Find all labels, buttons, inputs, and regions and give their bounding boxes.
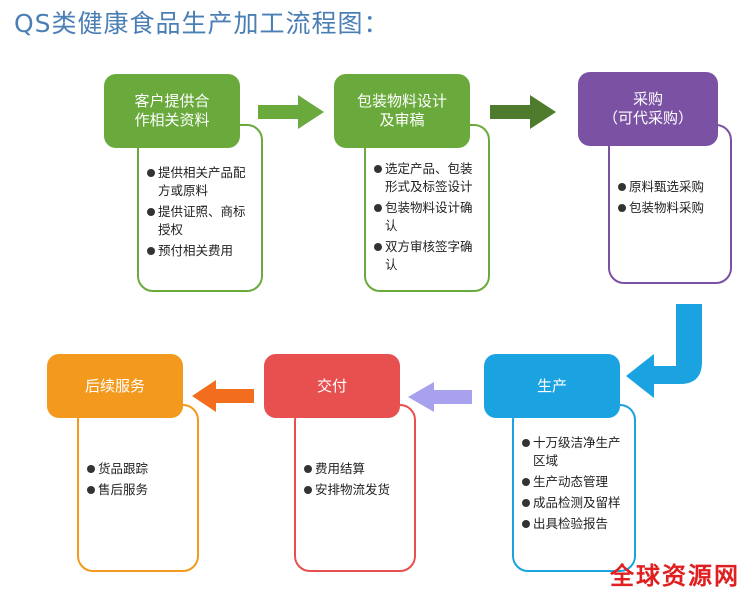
step-head-production: 生产 xyxy=(484,354,620,418)
step-head-customer: 客户提供合 作相关资料 xyxy=(104,74,240,148)
step-card-purchase: 原料甄选采购 包装物料采购 xyxy=(608,124,732,284)
list-item: 安排物流发货 xyxy=(302,481,408,499)
list-item: 成品检测及留样 xyxy=(520,494,628,512)
list-item: 原料甄选采购 xyxy=(616,178,724,196)
arrow-left-icon xyxy=(192,380,254,412)
arrow-left-icon xyxy=(408,382,472,412)
step-card-delivery: 费用结算 安排物流发货 xyxy=(294,404,416,572)
step-head-delivery: 交付 xyxy=(264,354,400,418)
arrow-right-icon xyxy=(258,95,324,129)
list-item: 双方审核签字确认 xyxy=(372,238,482,274)
step-head-after-sales: 后续服务 xyxy=(47,354,183,418)
list-item: 选定产品、包装形式及标签设计 xyxy=(372,160,482,196)
list-item: 货品跟踪 xyxy=(85,460,191,478)
step-card-production: 十万级洁净生产区域 生产动态管理 成品检测及留样 出具检验报告 xyxy=(512,404,636,572)
list-item: 费用结算 xyxy=(302,460,408,478)
list-item: 提供相关产品配方或原料 xyxy=(145,164,255,200)
step-card-packaging: 选定产品、包装形式及标签设计 包装物料设计确认 双方审核签字确认 xyxy=(364,124,490,292)
list-item: 生产动态管理 xyxy=(520,473,628,491)
list-item: 预付相关费用 xyxy=(145,242,255,260)
page-title: QS类健康食品生产加工流程图： xyxy=(14,9,390,38)
list-item: 出具检验报告 xyxy=(520,515,628,533)
list-item: 提供证照、商标授权 xyxy=(145,203,255,239)
list-item: 十万级洁净生产区域 xyxy=(520,434,628,470)
step-card-after-sales: 货品跟踪 售后服务 xyxy=(77,404,199,572)
list-item: 包装物料设计确认 xyxy=(372,199,482,235)
list-item: 售后服务 xyxy=(85,481,191,499)
step-card-customer: 提供相关产品配方或原料 提供证照、商标授权 预付相关费用 xyxy=(137,124,263,292)
watermark-logo: 全球资源网 xyxy=(610,562,740,590)
arrow-right-icon xyxy=(490,95,556,129)
step-head-purchase: 采购 （可代采购） xyxy=(578,72,718,146)
step-head-packaging: 包装物料设计 及审稿 xyxy=(334,74,470,148)
curved-arrow-icon xyxy=(626,304,702,398)
list-item: 包装物料采购 xyxy=(616,199,724,217)
